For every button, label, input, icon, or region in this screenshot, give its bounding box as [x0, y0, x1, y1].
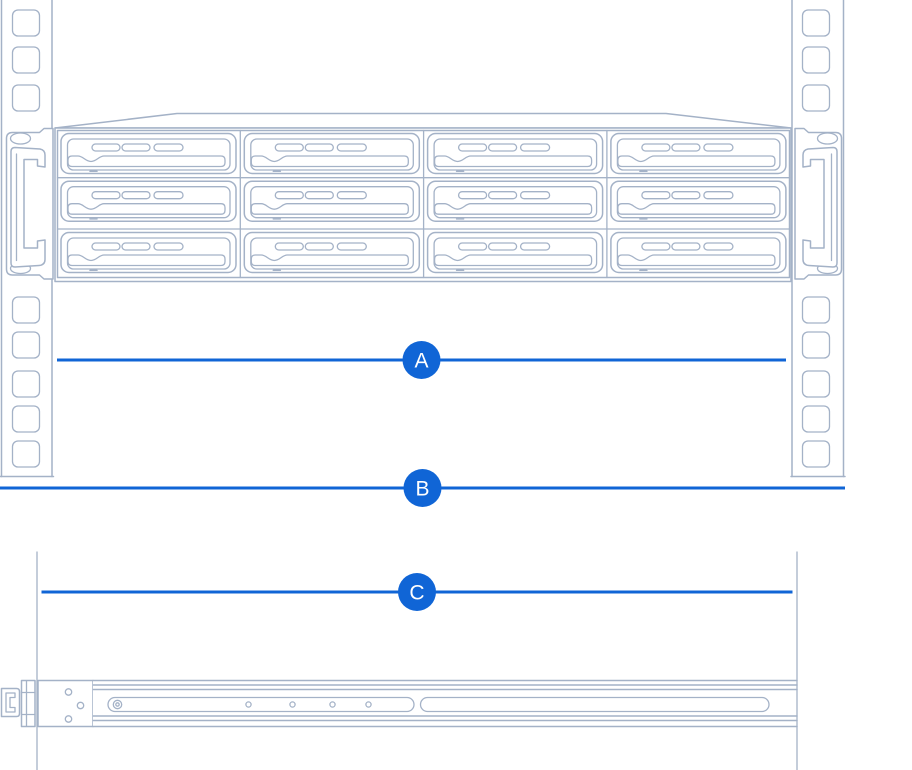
- marker-a-label: A: [414, 350, 428, 373]
- rack-right-post: [790, 0, 846, 478]
- drive-tray: [610, 231, 787, 274]
- drive-tray: [426, 180, 604, 222]
- drive-tray: [60, 231, 237, 274]
- rack-hole: [11, 296, 41, 324]
- rack-hole: [801, 331, 831, 359]
- rail-bracket-clip: [5, 692, 16, 713]
- rack-hole: [11, 331, 41, 359]
- marker-a-circle: [402, 341, 441, 379]
- rack-hole: [801, 46, 831, 74]
- rail-plate-hole: [64, 715, 73, 723]
- rack-hole: [801, 370, 831, 398]
- rail-slot-hole: [245, 701, 252, 708]
- rail-slot-hole: [289, 701, 296, 708]
- rail-connector: [20, 679, 36, 728]
- drive-tray: [60, 180, 237, 222]
- marker-b-circle: [403, 469, 442, 507]
- nas-unit: [5, 112, 843, 283]
- drive-tray: [243, 132, 421, 175]
- rail-slot-ring-hole: [112, 699, 123, 710]
- rail-plate-hole: [76, 701, 85, 710]
- marker-c-circle: [398, 573, 436, 611]
- rack-hole: [801, 9, 831, 37]
- right-rack-ear: [794, 127, 843, 280]
- marker-c-label: C: [409, 582, 424, 605]
- rack-hole: [801, 84, 831, 112]
- drive-tray: [243, 231, 421, 274]
- rack-hole: [11, 370, 41, 398]
- rail-connector-detail: [20, 680, 36, 727]
- rail-slot-ring-hole-center: [115, 702, 120, 707]
- rail-plate-holes: [64, 688, 85, 723]
- drive-tray: [243, 180, 421, 222]
- rack-hole: [11, 46, 41, 74]
- drive-tray: [60, 132, 237, 175]
- rack-hole: [801, 405, 831, 433]
- rack-hole: [11, 405, 41, 433]
- marker-b-label: B: [415, 478, 429, 501]
- drive-tray: [610, 132, 787, 175]
- measure-line-b: B: [0, 469, 845, 507]
- measure-line-c: C: [41, 573, 793, 611]
- drive-bay-grid: [56, 129, 791, 279]
- rail-body-lines: [92, 679, 798, 728]
- rail-plate-hole: [64, 688, 73, 696]
- rack-hole: [11, 84, 41, 112]
- rail-assembly: [0, 679, 798, 728]
- rail-slot-dots: [245, 701, 372, 708]
- rail-slot-front: [107, 696, 415, 713]
- rail-slot-hole: [365, 701, 372, 708]
- rail-slot-rear: [419, 696, 770, 713]
- drive-tray: [610, 180, 787, 222]
- rack-hole: [11, 440, 41, 468]
- rack-hole: [11, 9, 41, 37]
- rail-slot-hole: [329, 701, 336, 708]
- rail-body-fill: [93, 680, 797, 727]
- rack-hole: [801, 296, 831, 324]
- drive-tray: [426, 132, 604, 175]
- chassis-top-panel: [54, 112, 792, 129]
- left-rack-ear: [5, 127, 54, 280]
- measure-line-a: A: [57, 341, 786, 379]
- rack-hole: [801, 440, 831, 468]
- drive-tray: [426, 231, 604, 274]
